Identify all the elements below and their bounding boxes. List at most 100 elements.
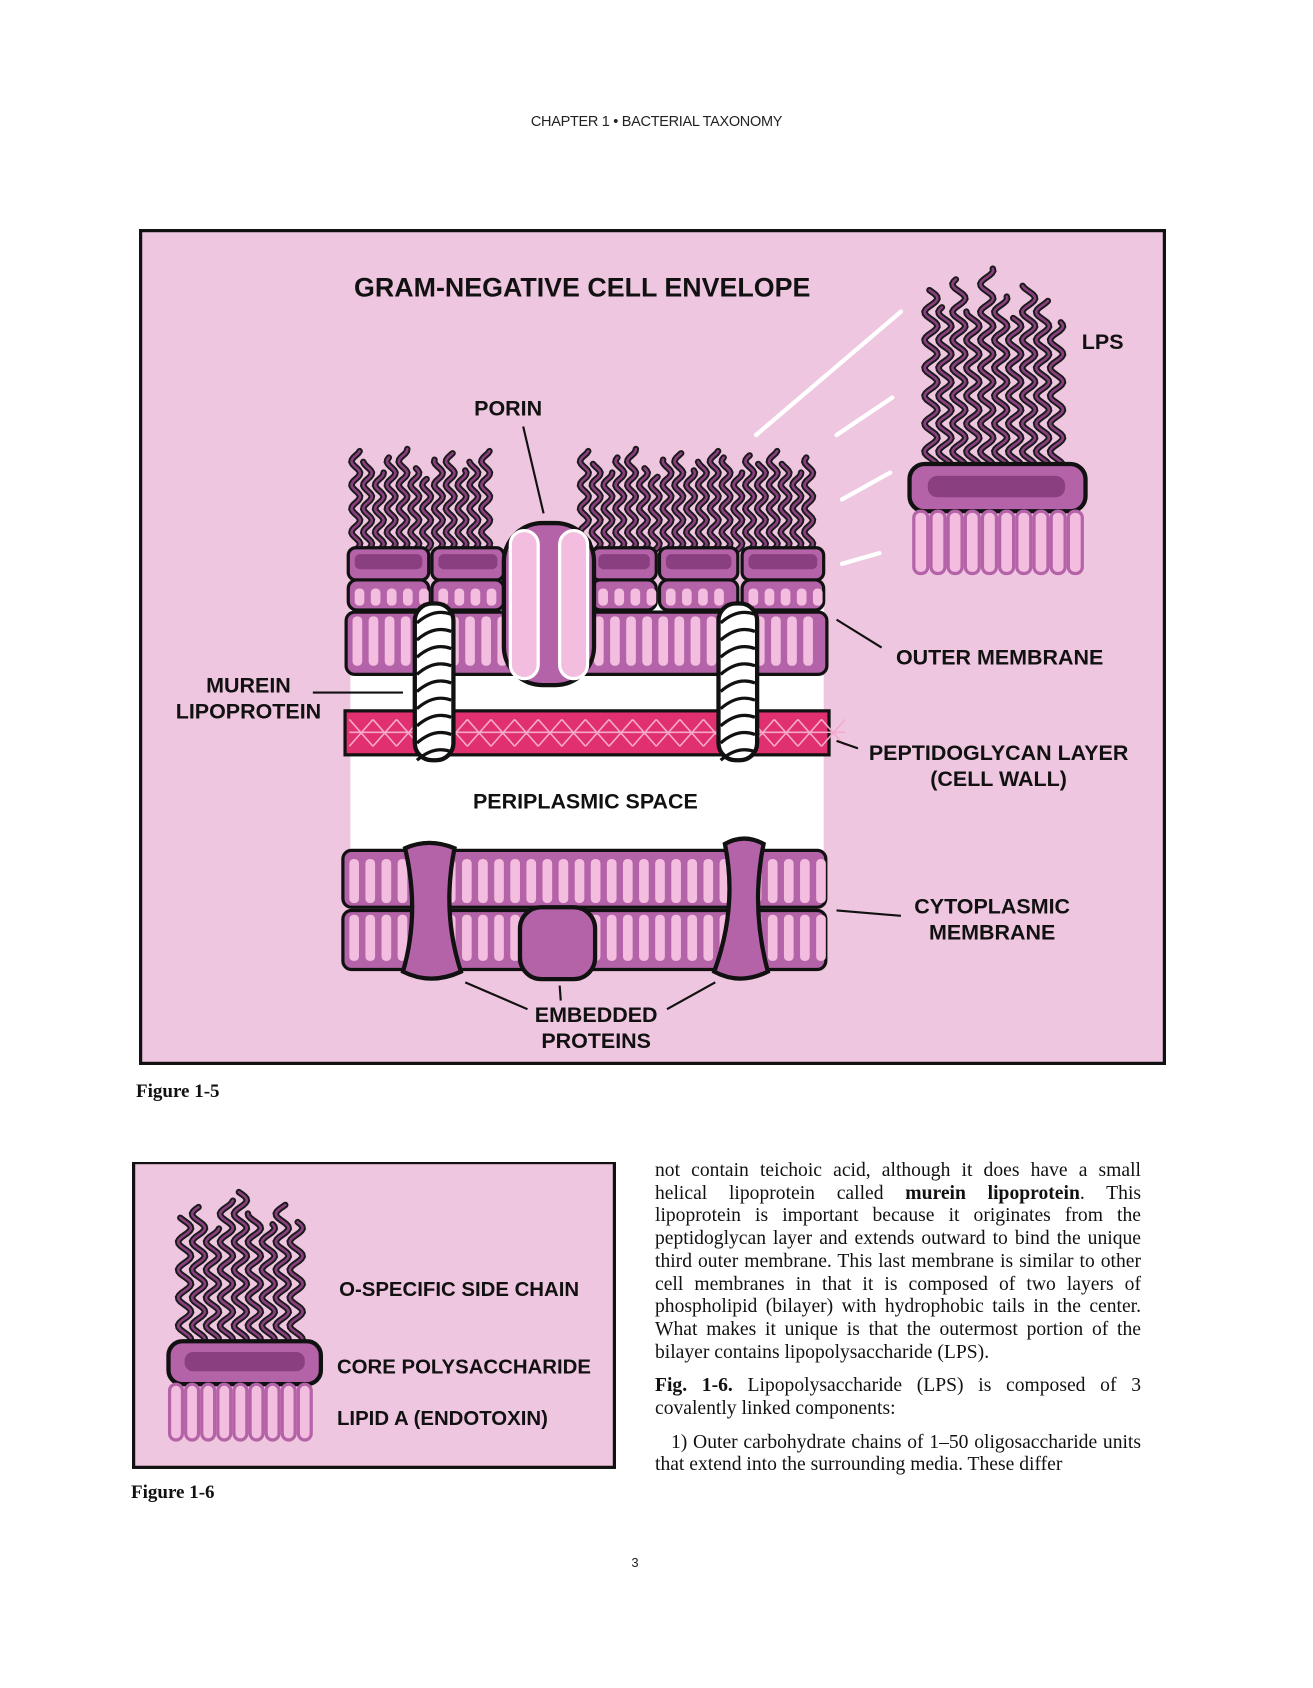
lipid-tail (646, 588, 657, 606)
lipid-tail (803, 616, 813, 666)
lipid-tail (470, 588, 481, 606)
lipid-tail (622, 858, 633, 903)
leader-line (836, 739, 859, 750)
lipid-tail (494, 858, 504, 903)
label-lps: LPS (1082, 330, 1124, 354)
lipid-a-tail (200, 1382, 217, 1442)
lps-core-inner (748, 554, 818, 570)
page-number: 3 (631, 1555, 639, 1570)
lps-chain-core (590, 462, 602, 552)
helix-turn (719, 645, 756, 659)
lipid-tail (419, 588, 429, 606)
lipid-tail (510, 858, 520, 903)
lps-chain-core (696, 460, 709, 552)
lps-core-inner (354, 554, 423, 570)
lipid-tail (365, 914, 376, 961)
magnify-streak (753, 309, 904, 438)
lipid-tail (462, 858, 472, 903)
embedded-protein (711, 836, 771, 981)
lps-core-inner (665, 554, 732, 570)
lipid-tail (698, 588, 708, 606)
lps-chain-core (260, 1222, 277, 1348)
lipid-tail (682, 588, 692, 606)
lps-chain-core (288, 1220, 304, 1348)
lipid-tail (642, 616, 652, 666)
porin-subunit (508, 528, 540, 681)
leader-line (835, 618, 883, 649)
lipid-tail (626, 616, 636, 666)
magnify-streak (839, 550, 882, 566)
lipid-a-tail (980, 509, 999, 576)
lps-chain-core (1020, 284, 1037, 474)
lps-chain-core (614, 456, 626, 552)
lipid-tail (478, 914, 488, 961)
text: . This lipoprotein is important because … (655, 1182, 1142, 1363)
label-embedded: EMBEDDED (535, 1003, 658, 1027)
label-core-polysaccharide: CORE POLYSACCHARIDE (337, 1356, 591, 1378)
lipid-tail (349, 858, 359, 903)
lipid-tail (454, 588, 465, 606)
lipid-tail (816, 858, 826, 903)
lipid-tail (606, 914, 617, 961)
lps-chain-core (779, 462, 791, 552)
lipid-a-tail (280, 1382, 297, 1442)
lipid-tail (478, 858, 488, 903)
lps-chain-core (1034, 299, 1051, 474)
lps-chain-core (743, 454, 756, 552)
lipid-tail (368, 616, 379, 666)
helix-turn (719, 679, 756, 693)
lipid-a-tail (248, 1382, 265, 1442)
lipid-tail (610, 616, 620, 666)
helix-turn (415, 748, 452, 762)
lipid-tail (381, 858, 392, 903)
lps-chain-core (625, 447, 638, 552)
helix-turn (719, 610, 756, 625)
lipid-tail (354, 588, 365, 606)
lps-chain-core (246, 1212, 263, 1348)
label-outer-membrane: OUTER MEMBRANE (896, 646, 1103, 670)
lipid-tail (614, 588, 625, 606)
lps-chain-core (965, 310, 981, 474)
embedded-protein (517, 905, 598, 982)
lps-core-inner (184, 1351, 305, 1372)
lps-chain-core (661, 458, 673, 552)
lps-chain-core (420, 477, 433, 552)
label-lipid-a: LIPID A (ENDOTOXIN) (337, 1408, 548, 1430)
lipid-tail (703, 914, 714, 961)
bold-term: murein lipoprotein (905, 1182, 1080, 1204)
lipid-tail (687, 858, 698, 903)
label-cell-wall: (CELL WALL) (930, 767, 1067, 791)
lps-chain-core (468, 460, 480, 552)
lps-chain-core (951, 278, 967, 474)
lipid-tail (594, 616, 604, 666)
lipid-tail (381, 914, 392, 961)
helix-turn (719, 696, 756, 710)
lps-chain-core (350, 449, 362, 552)
lipid-tail (438, 588, 449, 606)
helix-turn (415, 696, 452, 710)
leader-line (836, 909, 902, 917)
lipid-a-tail (998, 509, 1016, 576)
lipid-tail (397, 858, 408, 903)
lipid-tail (639, 914, 649, 961)
lipid-a-tail (216, 1382, 233, 1442)
lipid-tail (703, 858, 714, 903)
leader-line (464, 981, 528, 1011)
lipid-a-tail (296, 1382, 313, 1442)
lps-chain-core (232, 1190, 249, 1348)
lps-chain-core (637, 467, 650, 552)
figure-title: GRAM-NEGATIVE CELL ENVELOPE (354, 273, 810, 303)
figure-gram-negative-envelope: GRAM-NEGATIVE CELL ENVELOPE PORIN LPS MU… (139, 229, 1166, 1065)
figure-ref: Fig. 1-6. (655, 1375, 733, 1397)
lps-core-inner (927, 475, 1066, 498)
lipid-tail (400, 616, 411, 666)
lipid-tail (574, 858, 585, 903)
lipid-tail (796, 588, 807, 606)
embedded-protein (400, 840, 464, 981)
lipid-tail (674, 616, 685, 666)
lps-chain-core (923, 288, 939, 474)
lps-chain-core (755, 462, 768, 552)
helix-turn (719, 713, 756, 728)
lipid-tail (748, 588, 759, 606)
